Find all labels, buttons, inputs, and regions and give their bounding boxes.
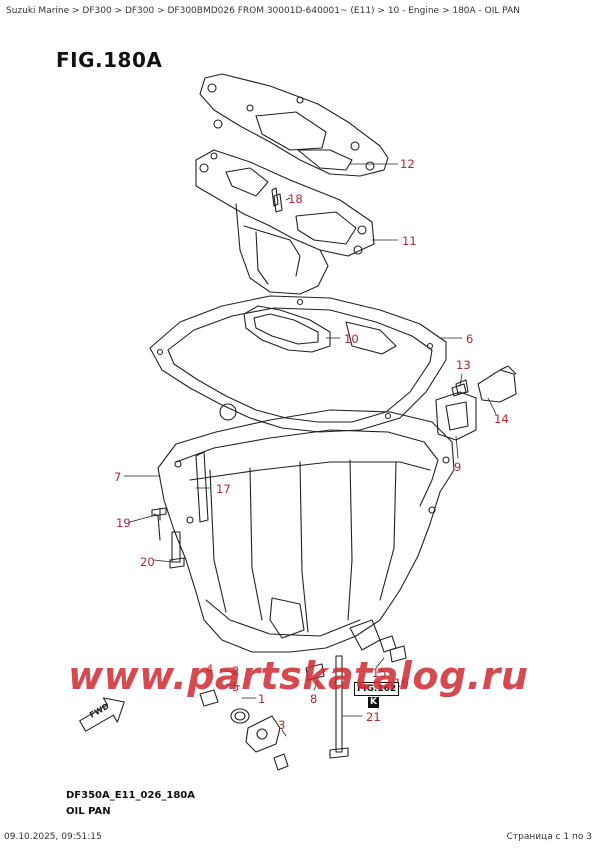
callout-17: 17 [216, 482, 231, 496]
callout-4: 4 [206, 662, 214, 676]
callout-19: 19 [116, 516, 131, 530]
callout-8: 8 [310, 692, 318, 706]
fwd-arrow-icon [79, 697, 125, 732]
breadcrumb: Suzuki Marine > DF300 > DF300 > DF300BMD… [6, 6, 521, 16]
oil-pan-gasket-part [149, 295, 447, 433]
callout-13: 13 [456, 358, 471, 372]
part-name: OIL PAN [66, 806, 111, 817]
oil-strainer-housing-part [195, 149, 375, 295]
callout-15: 15 [372, 666, 387, 680]
bolt-part-13 [451, 383, 467, 397]
cover-part-14 [435, 365, 517, 441]
callout-11: 11 [402, 234, 417, 248]
page-counter: Страница с 1 по 3 [506, 832, 592, 842]
leader-lines [123, 163, 497, 737]
callout-20: 20 [140, 555, 155, 569]
drain-plug-parts [199, 635, 407, 771]
fig-reference-link[interactable]: FIG.162 [354, 682, 400, 696]
bolt-part-19 [151, 507, 167, 541]
callout-1: 1 [258, 692, 266, 706]
callout-18: 18 [288, 192, 303, 206]
gasket-plate-part [199, 73, 389, 177]
figure-title: FIG.180A [56, 48, 163, 72]
strainer-gasket-part [243, 305, 331, 353]
oil-pan-part [157, 409, 455, 653]
callout-2: 2 [232, 664, 240, 678]
bolt-part-20 [169, 531, 185, 569]
bolt-part-18 [271, 187, 279, 207]
bolt-part-21 [329, 655, 349, 759]
callout-14: 14 [494, 412, 509, 426]
key-letter-badge: K [368, 697, 379, 708]
diagram-code: DF350A_E11_026_180A [66, 790, 195, 801]
callout-21: 21 [366, 710, 381, 724]
callout-3: 3 [278, 718, 286, 732]
callout-7: 7 [114, 470, 122, 484]
callout-12: 12 [400, 157, 415, 171]
print-timestamp: 09.10.2025, 09:51:15 [4, 832, 102, 842]
callout-9: 9 [454, 460, 462, 474]
callout-5: 5 [232, 680, 240, 694]
callout-10: 10 [344, 332, 359, 346]
watermark-text: www.partskatalog.ru [68, 654, 529, 698]
callout-6: 6 [466, 332, 474, 346]
